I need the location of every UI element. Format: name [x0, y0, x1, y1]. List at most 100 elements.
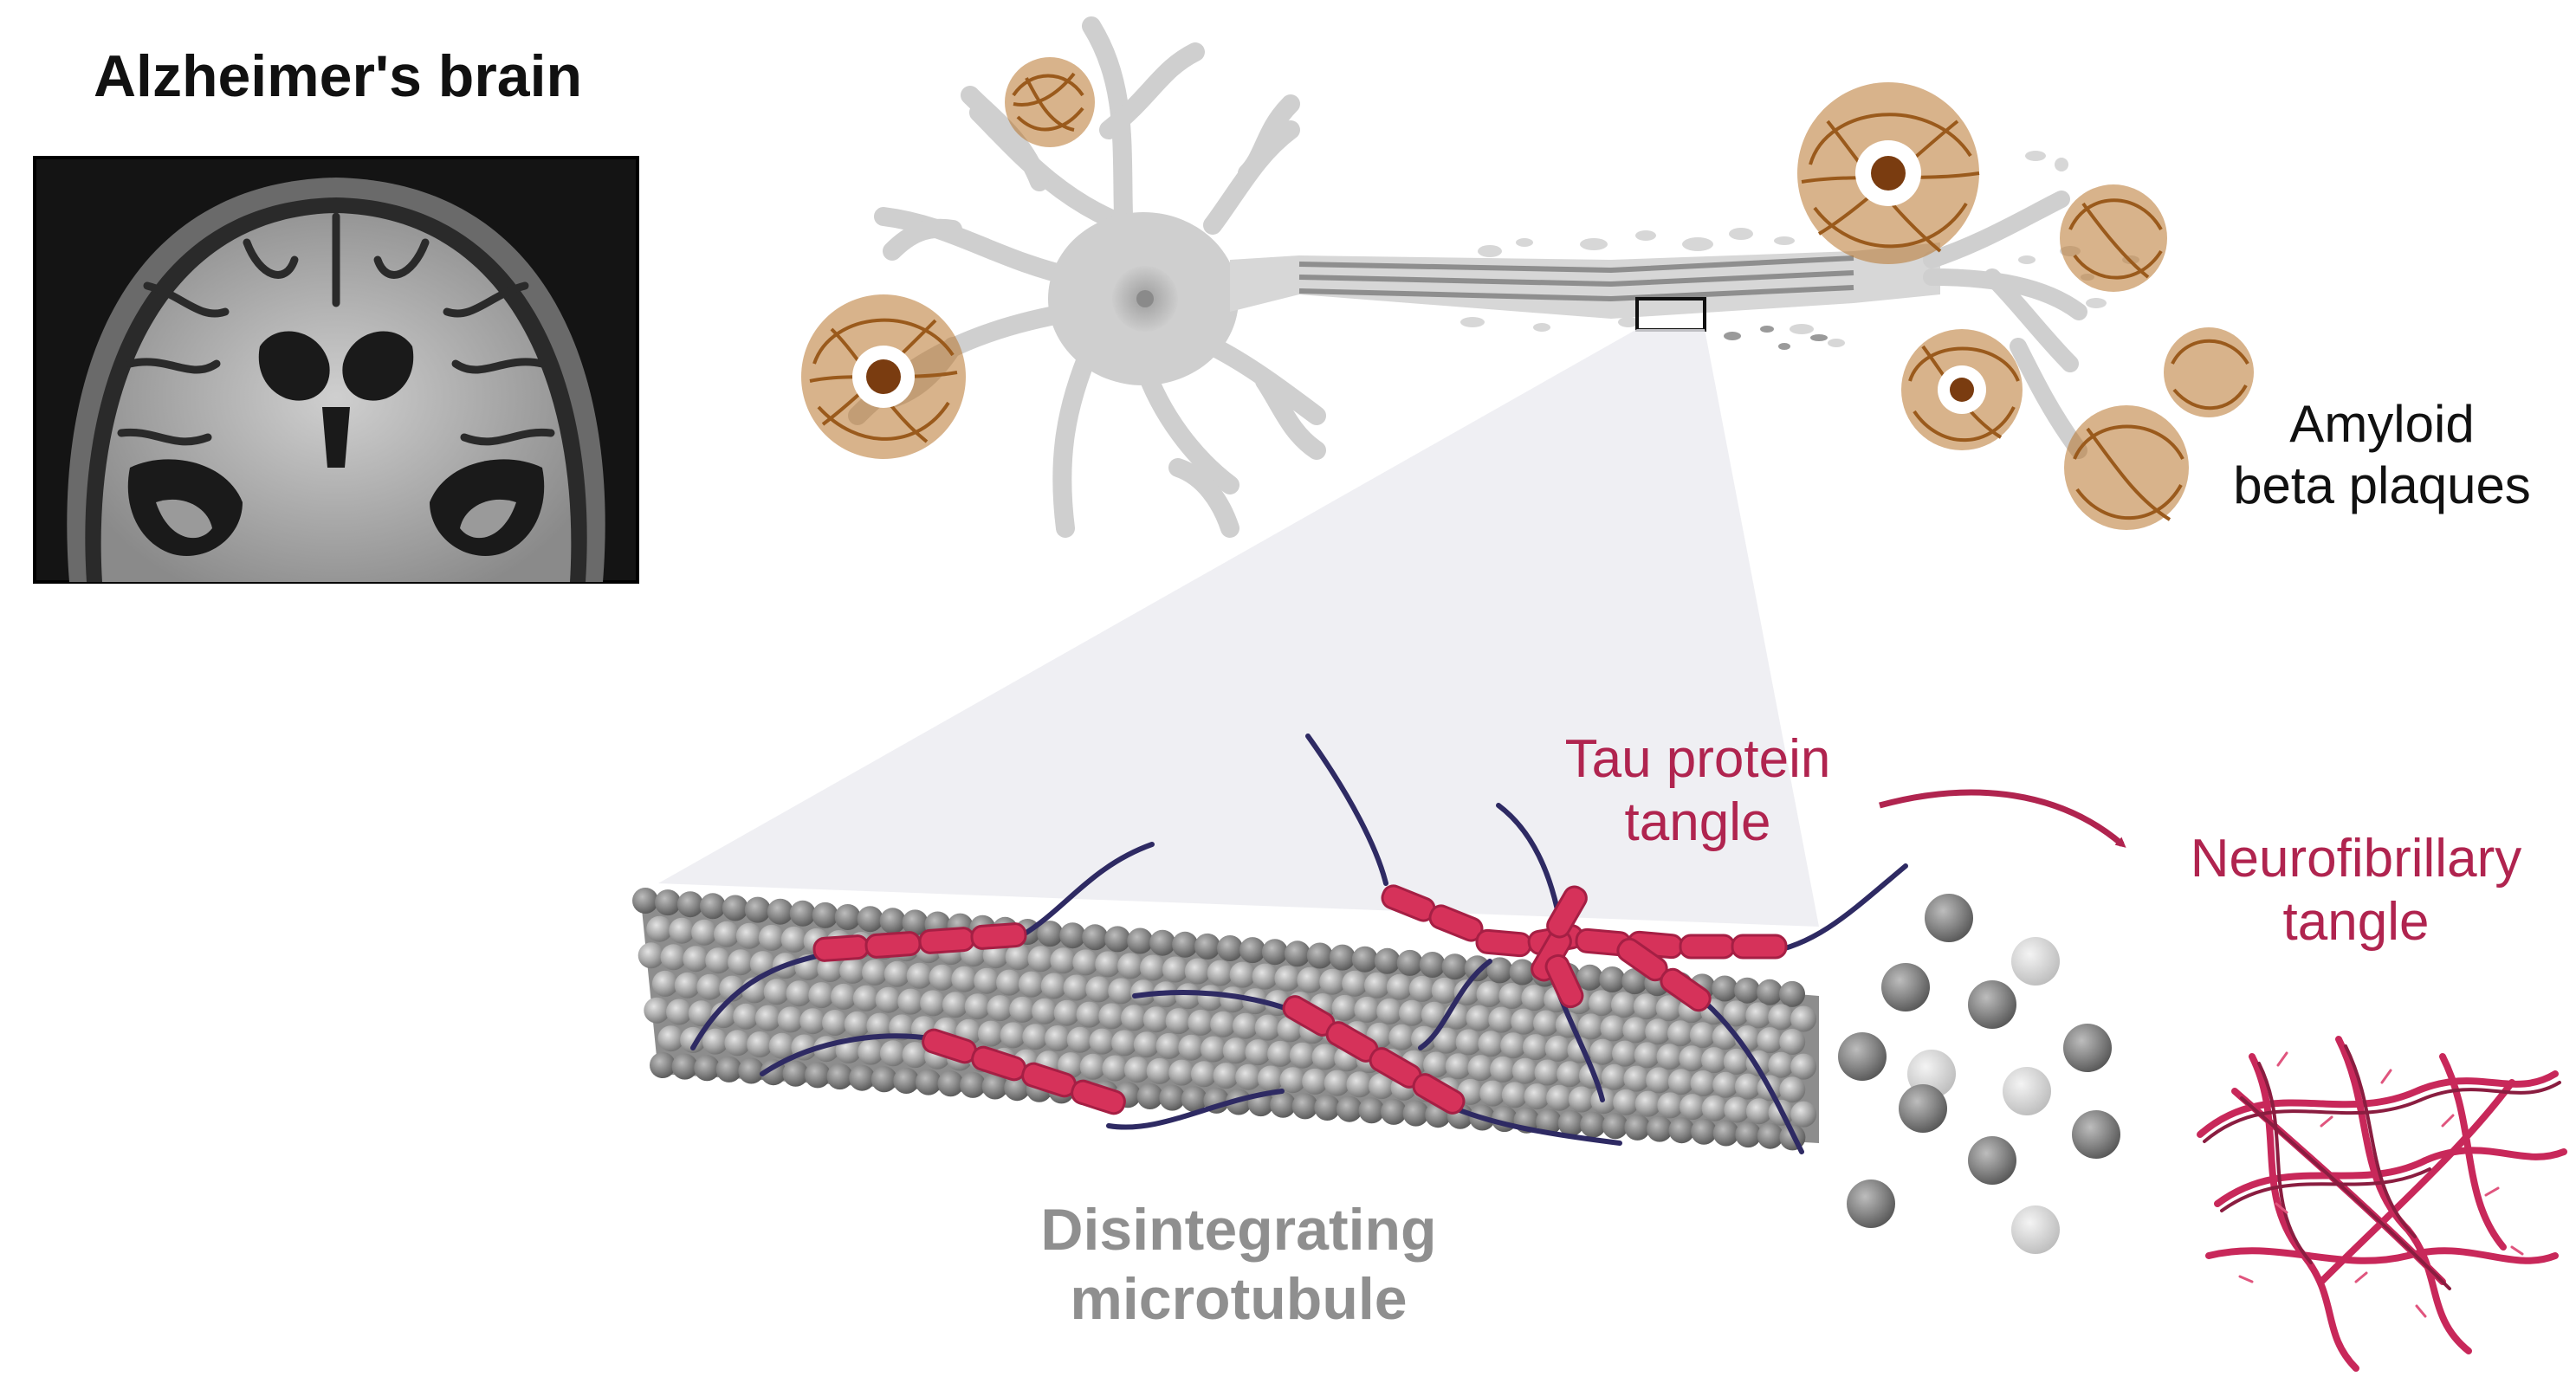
tubulin-subunit — [1522, 1034, 1549, 1061]
tubulin-subunit — [1342, 970, 1369, 997]
tubulin-subunit — [1165, 1008, 1192, 1035]
tubulin-subunit — [1757, 979, 1783, 1005]
tubulin-subunit — [1146, 1057, 1173, 1084]
amyloid-label-line1: Amyloid — [2289, 395, 2475, 453]
axon-debris — [1460, 151, 2139, 347]
tubulin-subunit — [1172, 931, 1199, 958]
tubulin-subunit — [1032, 998, 1058, 1024]
tubulin-subunit — [1610, 992, 1637, 1018]
detached-tubulin-subunit — [1847, 1179, 1895, 1228]
tubulin-subunit — [1037, 921, 1064, 947]
tubulin-subunit — [1076, 1001, 1103, 1028]
tubulin-subunit — [817, 956, 844, 982]
tubulin-subunit — [744, 896, 771, 923]
tubulin-subunit — [1396, 949, 1423, 976]
tubulin-subunit — [1622, 1017, 1649, 1044]
tubulin-subunit — [1524, 1083, 1550, 1110]
tubulin-subunit — [1050, 947, 1077, 974]
tubulin-subunit — [1464, 955, 1491, 982]
tubulin-subunit — [1757, 1122, 1783, 1149]
tubulin-subunit — [866, 1012, 893, 1039]
tubulin-subunit — [1568, 1086, 1595, 1113]
tubulin-subunit — [1601, 1063, 1628, 1090]
tubulin-subunit — [1667, 1069, 1694, 1095]
tubulin-subunit — [1279, 1067, 1306, 1094]
tubulin-subunit — [1790, 1101, 1817, 1128]
tubulin-subunit — [1511, 1057, 1538, 1084]
tubulin-subunit — [1419, 952, 1446, 978]
tubulin-subunit — [722, 895, 748, 921]
tubulin-subunit — [657, 1025, 684, 1052]
tubulin-subunit — [879, 908, 906, 934]
detached-tubulin — [1838, 894, 2120, 1254]
tubulin-subunit — [1691, 1118, 1718, 1145]
plaque — [2060, 184, 2167, 292]
tubulin-subunit — [1679, 1045, 1705, 1072]
tubulin-subunit — [1213, 1063, 1239, 1089]
tubulin-subunit — [1346, 1071, 1373, 1098]
tubulin-subunit — [831, 983, 857, 1010]
tubulin-subunit — [780, 926, 807, 953]
tubulin-subunit — [1354, 996, 1381, 1023]
tubulin-subunit — [920, 990, 947, 1017]
tubulin-subunit — [857, 906, 883, 933]
neurofibrillary-label: Neurofibrillary tangle — [2139, 827, 2573, 953]
tubulin-subunit — [786, 980, 812, 1007]
tubulin-subunit — [799, 1008, 826, 1035]
tubulin-subunit — [1544, 1035, 1571, 1062]
tubulin-subunit — [1331, 994, 1358, 1021]
tubulin-subunit — [1098, 1003, 1125, 1030]
tubulin-subunit — [1095, 951, 1122, 978]
tubulin-subunit — [1245, 1039, 1272, 1066]
tubulin-subunit — [1757, 1027, 1783, 1054]
tubulin-subunit — [858, 1038, 884, 1065]
tubulin-subunit — [1478, 1031, 1505, 1057]
tubulin-subunit — [1646, 1067, 1673, 1094]
tau-proteins — [812, 884, 1788, 1115]
tubulin-subunit — [1657, 1092, 1684, 1119]
tubulin-subunit — [1455, 1029, 1482, 1056]
tubulin-subunit — [1701, 1095, 1728, 1121]
tubulin-subunit — [1270, 1091, 1297, 1118]
tubulin-subunit — [981, 1073, 1008, 1100]
tubulin-subunit — [1467, 1055, 1494, 1082]
tubulin-subunit — [768, 1032, 795, 1059]
plaque — [1005, 57, 1095, 147]
tubulin-subunit — [1501, 1082, 1528, 1108]
axon — [1230, 242, 1940, 319]
tubulin-subunit — [1690, 1070, 1717, 1096]
tubulin-subunit — [738, 1057, 765, 1084]
tubulin-subunit — [1408, 975, 1435, 1002]
tubulin-subunit — [1779, 1029, 1806, 1055]
tubulin-subunit — [669, 917, 696, 944]
tubulin-subunit — [676, 891, 703, 918]
tubulin-subunit — [812, 902, 838, 928]
detached-tubulin-subunit — [1968, 1136, 2016, 1185]
tubulin-subunit — [1027, 946, 1054, 973]
tubulin-subunit — [699, 893, 726, 920]
tubulin-subunit — [1045, 1025, 1071, 1051]
tubulin-subunit — [1254, 1014, 1281, 1041]
tubulin-subunit — [1712, 1120, 1739, 1147]
tubulin-subunit — [1534, 1059, 1561, 1086]
tubulin-subunit — [646, 915, 673, 942]
tubulin-subunit — [977, 1020, 1004, 1047]
tubulin-subunit — [1085, 976, 1112, 1003]
tubulin-subunit — [1351, 946, 1378, 973]
tubulin-subunit — [1735, 1121, 1762, 1148]
tubulin-subunit — [1133, 1031, 1160, 1058]
lateral-ventricle-left — [258, 331, 330, 401]
tubulin-subunit — [879, 1040, 906, 1067]
tubulin-subunit — [1613, 1089, 1640, 1115]
tubulin-subunit — [805, 1062, 831, 1089]
tubulin-subunit — [1155, 1032, 1182, 1059]
tubulin-subunit — [1053, 999, 1080, 1026]
tubulin-subunit — [1602, 1113, 1628, 1140]
detached-tubulin-subunit — [2011, 937, 2060, 986]
tubulin-subunit — [1302, 1068, 1329, 1095]
tubulin-subunit — [1314, 1095, 1341, 1121]
tubulin-subunit — [1509, 959, 1536, 986]
tubulin-subunit — [1433, 1027, 1460, 1054]
tau-strands — [690, 734, 1908, 1154]
tubulin-subunit — [1423, 1051, 1449, 1078]
